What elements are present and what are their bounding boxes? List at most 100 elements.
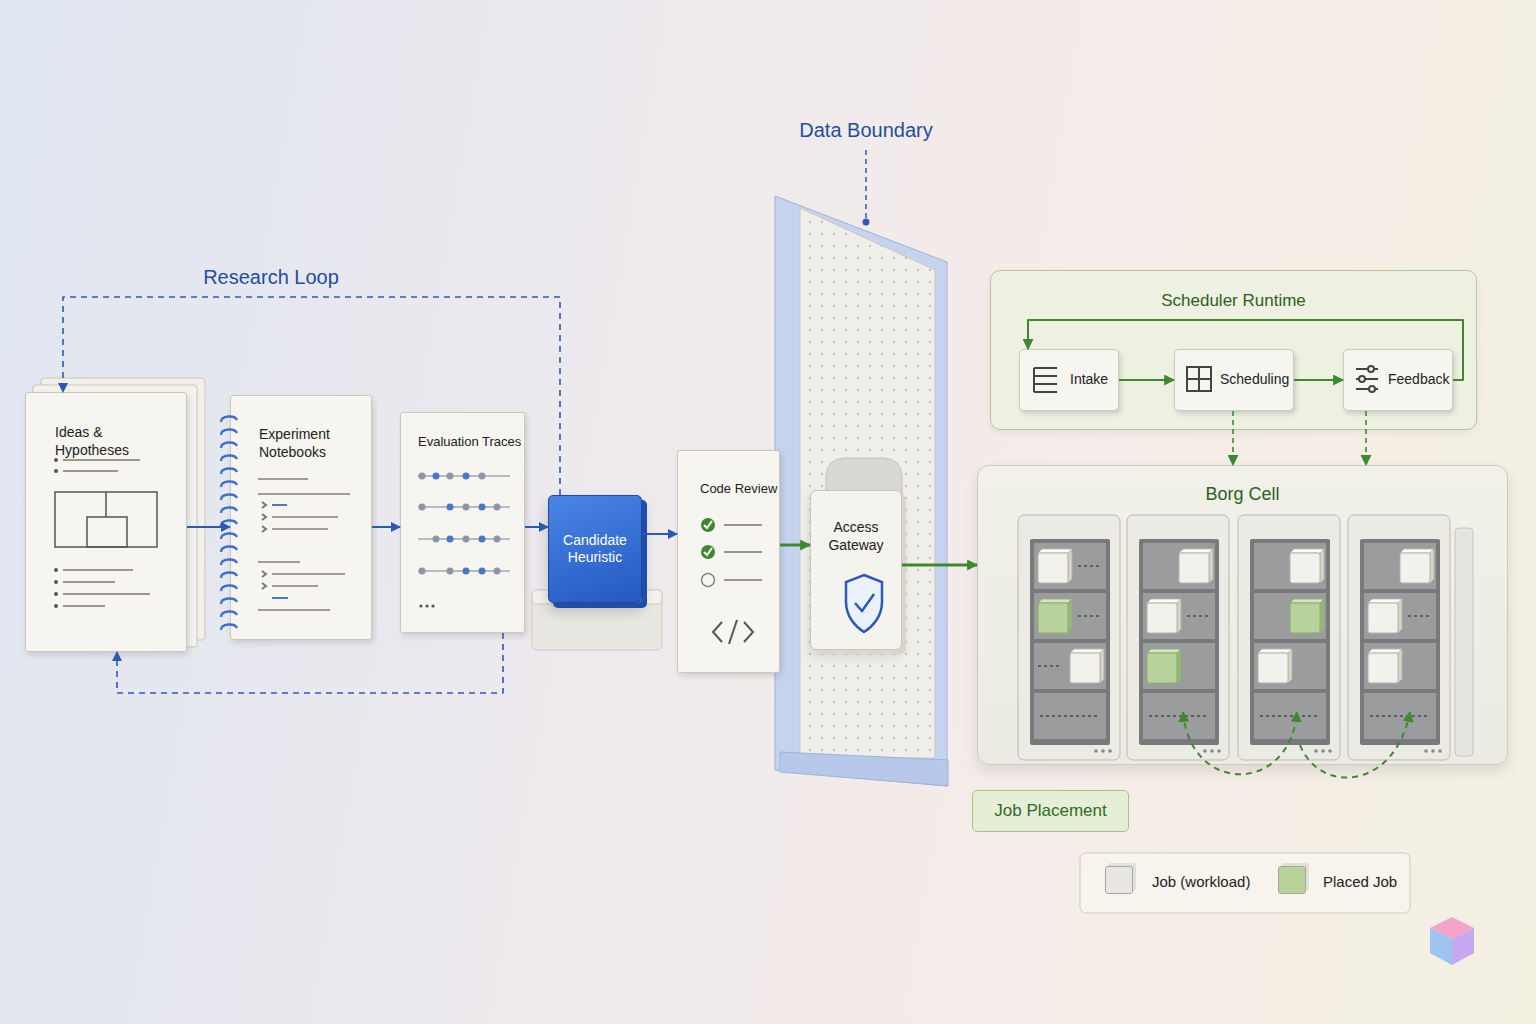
review-checklist-part-part: [724, 579, 762, 581]
trace-marks-part-part: [463, 568, 470, 575]
notebook-marks-part: [272, 573, 345, 575]
server-racks-part: [1018, 515, 1120, 760]
flow-arrow: [525, 526, 548, 528]
placement-arrows: [1183, 712, 1410, 778]
legend-frame-part: [1080, 853, 1410, 913]
trace-marks-part-part: [418, 570, 510, 572]
idea-sheet-marks-part: [63, 593, 150, 595]
trace-marks-part-part: [447, 473, 454, 480]
node-text: Feedback: [1388, 371, 1449, 389]
scheduler-icons-part: [1187, 367, 1211, 391]
flow-arrow: [372, 526, 400, 528]
notebook-marks-part: [262, 526, 266, 532]
notebook-marks: [218, 414, 350, 636]
review-checklist-part: [724, 525, 762, 580]
server-racks-part: [1400, 549, 1434, 583]
trace-card: Evaluation Traces: [400, 412, 525, 633]
idea-sheet-marks-part: [63, 470, 118, 472]
code-symbol-part: [713, 622, 722, 642]
server-racks: [1018, 515, 1473, 760]
trace-marks-part-part: [479, 504, 486, 511]
corner-logo-part: [1430, 917, 1474, 939]
notebook-marks-part: [218, 414, 240, 636]
idea-sheet: Ideas & Hypotheses: [25, 392, 187, 652]
node-text: Scheduler Runtime: [991, 290, 1476, 311]
data-boundary-wall-part: [800, 208, 935, 758]
code-symbol-part: [744, 622, 753, 642]
node-text: Experiment Notebooks: [259, 426, 359, 461]
flow-arrow: [187, 526, 230, 528]
legend-swatch: [1278, 866, 1306, 894]
trace-marks-part-part: [419, 568, 426, 575]
shield-icon-part: [855, 594, 874, 611]
node-text: Ideas & Hypotheses: [55, 424, 178, 459]
trace-marks-part: [418, 476, 510, 571]
legend-text: Job (workload): [1152, 873, 1250, 890]
idea-sheet-marks-part: [54, 568, 58, 572]
trace-marks-part-part: [433, 536, 440, 543]
corner-logo-part: [1430, 928, 1452, 965]
trace-marks-part-part: [494, 504, 501, 511]
notebook-marks-part: [272, 516, 338, 518]
placement-arrows-part: [1300, 712, 1410, 778]
corner-logo: [1430, 917, 1474, 965]
process-box: Scheduling: [1174, 349, 1294, 411]
notebook-marks-part: [258, 609, 330, 611]
idea-sheet-marks: [54, 458, 157, 608]
flow-arrow: [63, 297, 560, 495]
scheduler-icons-part: [1359, 376, 1365, 382]
scheduler-icons-part: [1368, 366, 1374, 372]
node-text: Job Placement: [994, 800, 1106, 821]
trace-marks-part-part: [479, 536, 486, 543]
flow-arrow: [117, 633, 503, 693]
trace-marks-part-part: [419, 604, 422, 607]
flow-arrow: [780, 544, 810, 547]
trace-marks-part-part: [447, 536, 454, 543]
legend-text: Placed Job: [1323, 873, 1397, 890]
flow-arrow: [1365, 411, 1367, 465]
server-racks-part: [1038, 549, 1072, 583]
notebook-marks-part: [262, 583, 266, 589]
process-box: Feedback: [1343, 349, 1453, 411]
server-racks-part: [1258, 649, 1292, 683]
scheduler-icons-part: [1356, 368, 1378, 370]
server-racks-part: [1147, 649, 1181, 683]
data-boundary-wall-part: [800, 208, 935, 758]
notebook-marks-part: [262, 502, 266, 508]
cluster-group: Borg Cell: [977, 465, 1508, 765]
server-racks-part: [1147, 599, 1181, 633]
trace-marks-part-part: [418, 538, 510, 540]
server-racks-part: [1038, 599, 1072, 633]
node-text: Scheduling: [1220, 371, 1289, 389]
scheduler-icons-part: [1198, 367, 1200, 391]
connector-layer: [63, 297, 1463, 693]
scheduler-icons: [1034, 366, 1378, 392]
server-racks-part: [1127, 515, 1229, 760]
placement-arrows-part: [1183, 712, 1297, 774]
process-box: Intake: [1019, 349, 1119, 411]
trace-marks-part: [433, 473, 486, 575]
trace-marks-part-part: [418, 506, 510, 508]
idea-sheet-marks-part: [54, 604, 58, 608]
flow-arrow: [642, 533, 677, 535]
scheduler-icons-part: [1034, 391, 1057, 393]
server-racks-part: [1368, 649, 1402, 683]
flow-arrow: [902, 564, 977, 567]
flow-arrow: [1294, 379, 1343, 381]
heuristic-cube: Candidate Heuristic: [548, 495, 642, 603]
trace-marks-part-part: [418, 475, 510, 477]
server-racks-part: [1070, 649, 1104, 683]
notebook-marks-part: [258, 478, 308, 480]
scheduler-icons-part: [1034, 383, 1057, 385]
review-checklist-part: [701, 518, 715, 532]
idea-sheet-marks-part: [54, 458, 58, 462]
data-boundary-wall-part: [780, 752, 948, 786]
server-racks-part: [1238, 515, 1340, 760]
idea-sheet-marks-part: [63, 459, 140, 461]
shield-icon: [846, 575, 882, 632]
review-checklist-part: [702, 574, 715, 587]
data-boundary-leader-part: [865, 150, 867, 222]
data-boundary-wall-part: [775, 196, 947, 786]
server-racks-part: [1348, 515, 1450, 760]
